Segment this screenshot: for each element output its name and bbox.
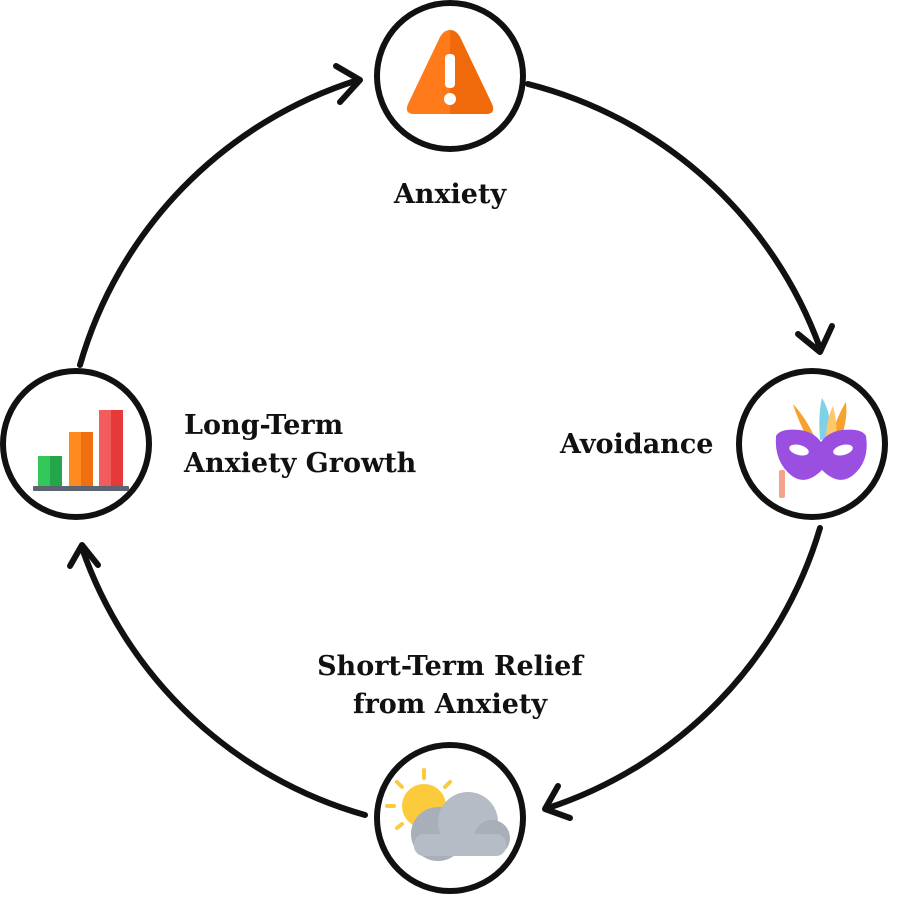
label-growth-line2: Anxiety Growth bbox=[184, 448, 417, 479]
label-anxiety: Anxiety bbox=[350, 176, 550, 214]
arrow-anxiety-to-avoidance bbox=[525, 81, 823, 351]
label-avoidance: Avoidance bbox=[560, 426, 730, 464]
label-relief-line1: Short-Term Relief bbox=[317, 651, 583, 682]
arrowhead-relief bbox=[542, 783, 573, 821]
label-anxiety-text: Anxiety bbox=[393, 179, 507, 210]
masquerade-mask-icon bbox=[775, 398, 867, 498]
label-growth-line1: Long-Term bbox=[184, 410, 344, 441]
arrowhead-growth bbox=[67, 542, 101, 569]
rising-bar-chart-icon bbox=[33, 410, 129, 491]
label-relief: Short-Term Relief from Anxiety bbox=[290, 648, 610, 724]
sun-behind-cloud-icon bbox=[385, 768, 510, 861]
arrow-relief-to-growth bbox=[79, 545, 368, 818]
arrowhead-avoidance bbox=[795, 323, 835, 355]
arrow-growth-to-anxiety bbox=[77, 77, 361, 368]
arrowhead-anxiety bbox=[333, 63, 363, 105]
arrow-avoidance-to-relief bbox=[545, 525, 823, 811]
warning-triangle-icon bbox=[406, 30, 494, 114]
label-relief-line2: from Anxiety bbox=[352, 689, 548, 720]
label-growth: Long-Term Anxiety Growth bbox=[184, 407, 464, 483]
label-avoidance-text: Avoidance bbox=[560, 429, 714, 460]
